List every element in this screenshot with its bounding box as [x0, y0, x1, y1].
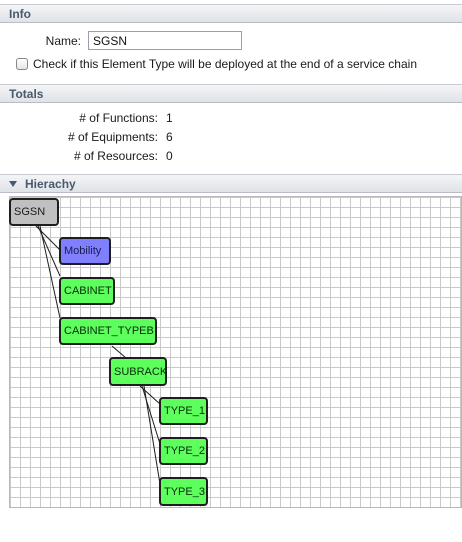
resources-count-value: 0 [166, 149, 173, 163]
node-sgsn-label: SGSN [14, 206, 46, 218]
functions-count-label: # of Functions: [79, 111, 158, 125]
name-label: Name: [45, 34, 81, 48]
node-type-2[interactable]: TYPE_2 [159, 437, 208, 465]
service-chain-checkbox-label[interactable]: Check if this Element Type will be deplo… [33, 57, 417, 71]
edge-subrack-type2 [141, 385, 161, 445]
node-cabinet-typeb[interactable]: CABINET_TYPEB [59, 317, 157, 345]
node-type-3-label: TYPE_3 [164, 485, 205, 498]
node-sgsn[interactable]: SGSN [9, 198, 59, 226]
node-mobility-label: Mobility [64, 245, 102, 257]
node-mobility[interactable]: Mobility [59, 237, 111, 265]
collapse-triangle-icon[interactable] [9, 181, 17, 187]
resources-count-label: # of Resources: [73, 149, 158, 163]
totals-section-title: Totals [9, 87, 44, 101]
node-cabinet-label: CABINET [64, 285, 112, 297]
equipments-count-value: 6 [166, 130, 173, 144]
edge-subrack-type3 [143, 385, 161, 485]
info-section-title: Info [9, 7, 31, 21]
name-input[interactable] [88, 31, 242, 50]
node-cabinet[interactable]: CABINET [59, 277, 115, 305]
hierarchy-section-header[interactable]: Hierachy [0, 174, 462, 193]
node-type-3[interactable]: TYPE_3 [159, 477, 208, 506]
node-type-1-label: TYPE_1 [164, 405, 205, 417]
hierarchy-section-title: Hierachy [25, 177, 76, 191]
edge-typeb-subrack [111, 345, 127, 359]
node-type-2-label: TYPE_2 [164, 445, 205, 457]
edge-sgsn-cabinet-typeb [39, 225, 61, 319]
node-type-1[interactable]: TYPE_1 [159, 397, 208, 425]
equipments-count-label: # of Equipments: [67, 130, 158, 144]
info-section-header[interactable]: Info [0, 4, 462, 23]
service-chain-checkbox[interactable] [16, 58, 28, 70]
node-subrack[interactable]: SUBRACK [109, 357, 167, 386]
totals-section-header[interactable]: Totals [0, 84, 462, 103]
node-cabinet-typeb-label: CABINET_TYPEB [64, 325, 154, 337]
functions-count-value: 1 [166, 111, 173, 125]
node-subrack-label: SUBRACK [114, 365, 168, 378]
